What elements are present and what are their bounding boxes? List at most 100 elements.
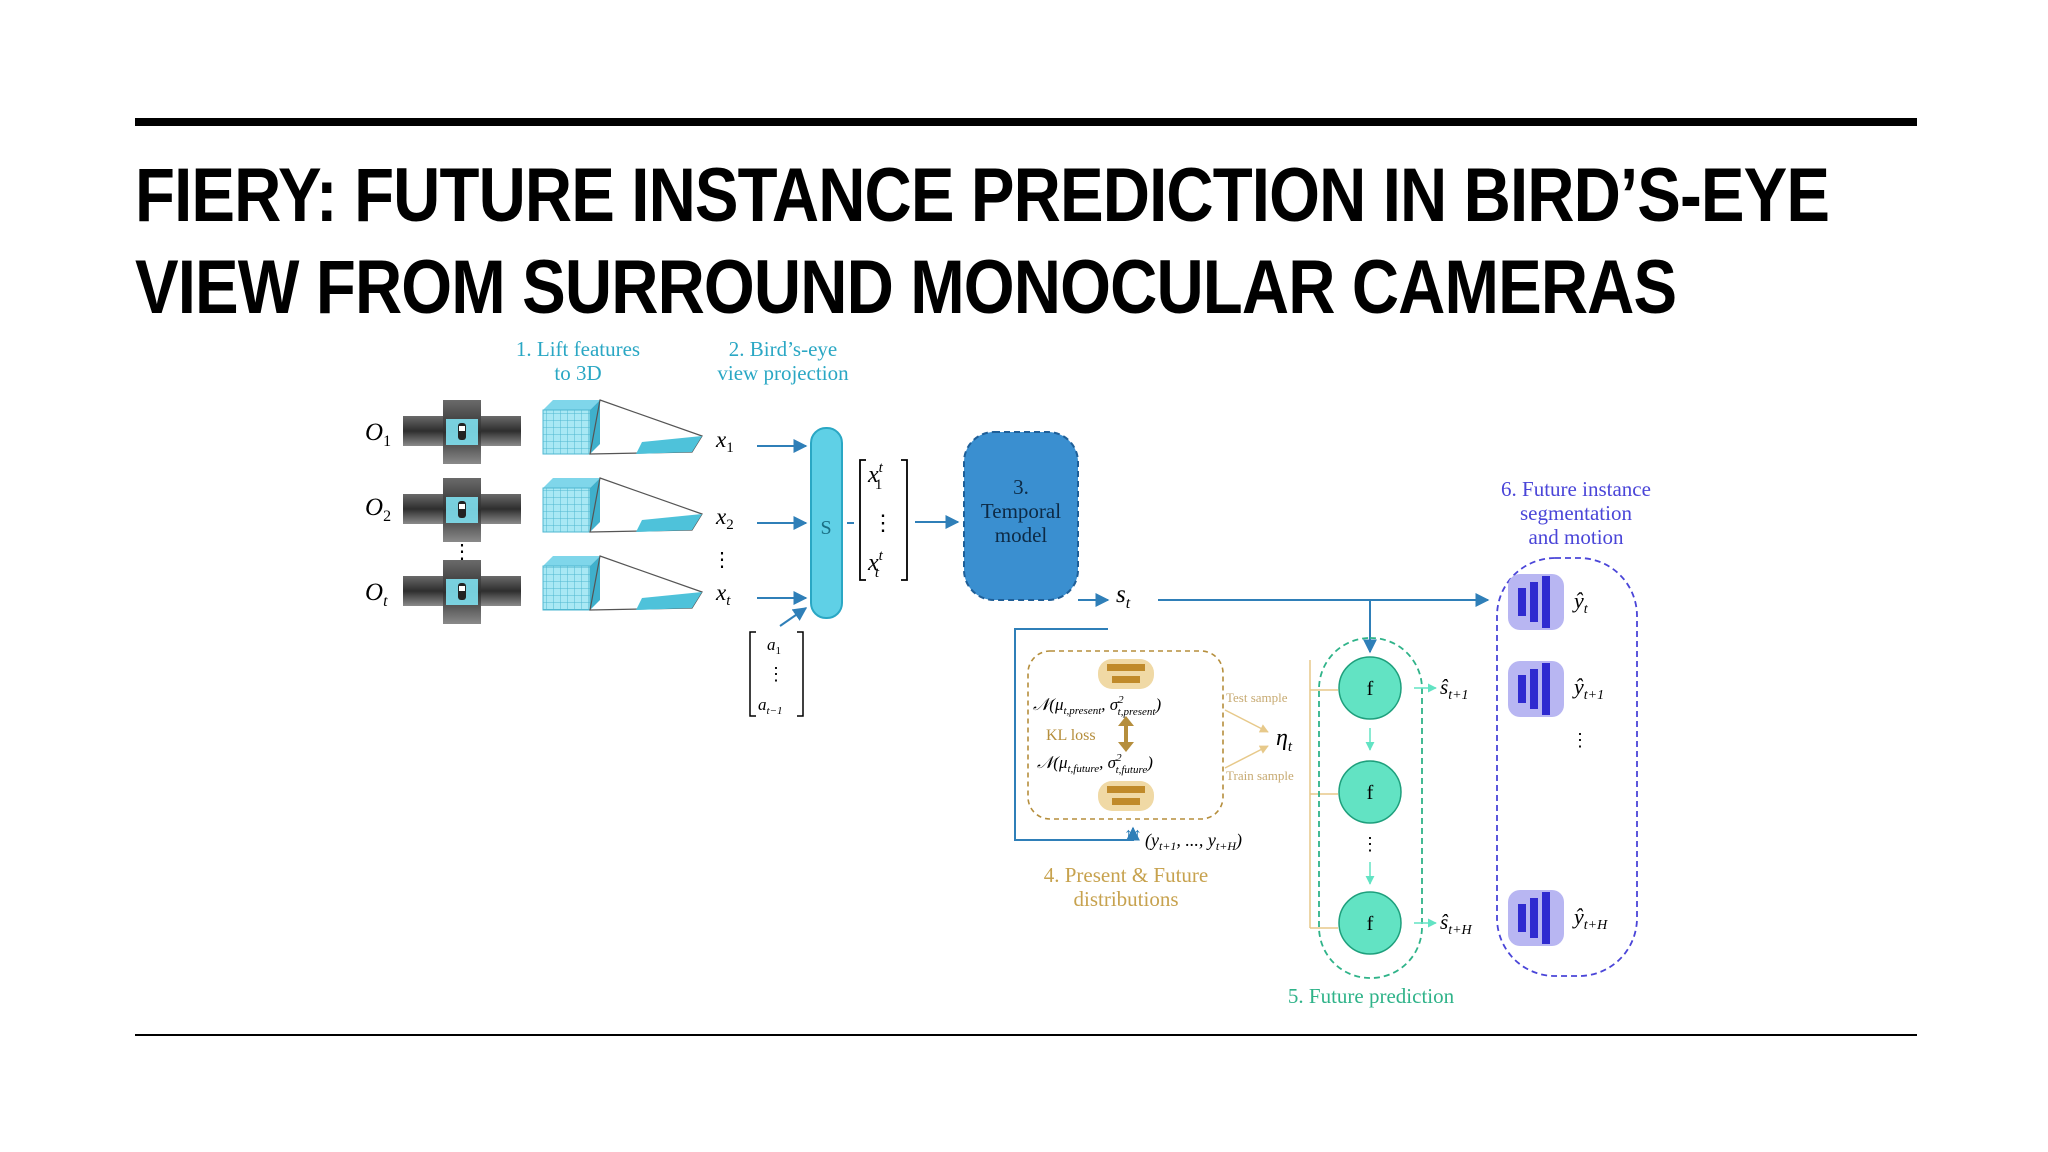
output-t-var: ŷ bbox=[1572, 588, 1584, 613]
seq-top-var: x bbox=[867, 462, 879, 488]
eta-var: η bbox=[1276, 725, 1288, 751]
svg-text:𝒩(μt,present, σ2t,present): 𝒩(μt,present, σ2t,present) bbox=[1033, 694, 1161, 718]
labels-seq-close: ) bbox=[1235, 830, 1242, 851]
svg-text:xt: xt bbox=[715, 580, 731, 609]
arrow-test-sample bbox=[1224, 709, 1269, 733]
present-dist-sub: t,present bbox=[1063, 705, 1102, 717]
feat-t-sub: t bbox=[726, 593, 731, 609]
svg-text:𝒩(μt,future, σ2t,future): 𝒩(μt,future, σ2t,future) bbox=[1037, 752, 1153, 776]
present-dist-prefix: 𝒩(μ bbox=[1033, 695, 1063, 714]
state-sub: t bbox=[1126, 595, 1131, 612]
svg-text:O1: O1 bbox=[365, 419, 391, 450]
rows-vdots-left: ⋮ bbox=[452, 541, 472, 563]
s-block-label: S bbox=[820, 517, 831, 539]
svg-text:st: st bbox=[1116, 581, 1131, 612]
obs-2-var: O bbox=[365, 494, 383, 521]
svg-text:Ot: Ot bbox=[365, 579, 388, 610]
step6-label-line2: segmentation bbox=[1520, 501, 1632, 525]
camera-mosaic-2 bbox=[403, 478, 521, 542]
output-tH-var: ŷ bbox=[1572, 904, 1584, 929]
present-dist-close: ) bbox=[1154, 695, 1161, 714]
future-node-1: f bbox=[1338, 656, 1402, 720]
outputs-box bbox=[1496, 557, 1638, 977]
future-dist-sub2: t,future bbox=[1116, 764, 1148, 776]
svg-text:ŷt+1: ŷt+1 bbox=[1572, 674, 1604, 703]
seq-bottom-sub: t bbox=[875, 565, 880, 581]
obs-1-var: O bbox=[365, 419, 383, 446]
output-t1-var: ŷ bbox=[1572, 674, 1584, 699]
future-dist-prefix: 𝒩(μ bbox=[1037, 753, 1067, 772]
labels-seq-sub1: t+1 bbox=[1159, 839, 1176, 853]
arrow-train-sample bbox=[1224, 745, 1269, 769]
future-dist-sub: t,future bbox=[1067, 763, 1099, 775]
frustum-t bbox=[542, 555, 703, 611]
camera-mosaic-1 bbox=[403, 400, 521, 464]
observation-row-2: O2 x2 bbox=[365, 477, 808, 542]
observation-row-t: Ot xt bbox=[365, 555, 808, 624]
seq-top-sub: 1 bbox=[875, 477, 883, 493]
future-dist-mid: , σ bbox=[1099, 753, 1117, 772]
output-decoder-icon-t bbox=[1508, 574, 1564, 630]
feat-1-sub: 1 bbox=[726, 440, 734, 456]
future-dist-sup: 2 bbox=[1116, 752, 1122, 764]
distributions-box bbox=[1027, 650, 1224, 820]
future-state-1-var: ŝ bbox=[1440, 675, 1449, 699]
labels-seq-mid: , ..., y bbox=[1176, 830, 1216, 850]
actions-vdots: ⋮ bbox=[767, 664, 785, 684]
outputs-vdots: ⋮ bbox=[1571, 730, 1589, 750]
obs-2-sub: 2 bbox=[383, 508, 391, 525]
feat-1-var: x bbox=[715, 427, 727, 452]
future-node-2: f bbox=[1338, 760, 1402, 824]
step1-label-line2: to 3D bbox=[554, 361, 601, 385]
action-last-var: a bbox=[758, 695, 767, 714]
output-t1-sub: t+1 bbox=[1584, 688, 1604, 703]
labels-up-arrows: ↑↑ bbox=[1124, 824, 1142, 844]
present-dist-mid: , σ bbox=[1101, 695, 1119, 714]
bottom-rule bbox=[135, 1034, 1917, 1036]
svg-text:ŝt+H: ŝt+H bbox=[1440, 910, 1473, 938]
labels-seq-sub2: t+H bbox=[1216, 839, 1237, 853]
svg-text:ŷt: ŷt bbox=[1572, 588, 1589, 617]
future-nodes-vdots: ⋮ bbox=[1361, 834, 1379, 854]
future-state-H-var: ŝ bbox=[1440, 910, 1449, 934]
action-last-sub: t−1 bbox=[767, 705, 783, 717]
step4-label-line2: distributions bbox=[1073, 887, 1178, 911]
eta-sub: t bbox=[1288, 739, 1293, 755]
future-node-1-label: f bbox=[1367, 678, 1374, 700]
svg-text:ŝt+1: ŝt+1 bbox=[1440, 675, 1469, 703]
frustum-1 bbox=[542, 399, 703, 455]
top-rule bbox=[135, 118, 1917, 126]
output-tH-sub: t+H bbox=[1584, 918, 1608, 933]
temporal-label-line1: 3. bbox=[1013, 475, 1029, 499]
svg-text:ŷt+H: ŷt+H bbox=[1572, 904, 1608, 933]
output-decoder-icon-t1 bbox=[1508, 661, 1564, 717]
kl-loss-label: KL loss bbox=[1046, 727, 1096, 744]
labels-seq-open: (y bbox=[1145, 830, 1159, 851]
svg-text:(yt+1, ..., yt+H): (yt+1, ..., yt+H) bbox=[1145, 830, 1242, 853]
svg-text:O2: O2 bbox=[365, 494, 391, 525]
actions-vector: a1 ⋮ at−1 bbox=[749, 631, 804, 717]
seq-bottom-var: x bbox=[867, 550, 879, 576]
state-feedback-line bbox=[1014, 628, 1140, 841]
frustum-2 bbox=[542, 477, 703, 533]
train-sample-label: Train sample bbox=[1226, 768, 1294, 783]
future-node-H-label: f bbox=[1367, 913, 1374, 935]
title-line-2: VIEW FROM SURROUND MONOCULAR CAMERAS bbox=[135, 245, 1677, 330]
svg-text:a1: a1 bbox=[767, 635, 781, 657]
camera-mosaic-t bbox=[403, 560, 521, 624]
test-sample-label: Test sample bbox=[1226, 690, 1288, 705]
feat-2-sub: 2 bbox=[726, 517, 734, 533]
observation-row-1: O1 x1 bbox=[365, 399, 808, 464]
svg-text:x1: x1 bbox=[715, 427, 734, 456]
seq-top-sup: t bbox=[879, 460, 884, 476]
future-state-H-sub: t+H bbox=[1448, 923, 1472, 938]
future-dist-close: ) bbox=[1146, 753, 1153, 772]
arrow-actions-to-s bbox=[779, 607, 808, 627]
svg-text:xtt: xtt bbox=[867, 548, 884, 581]
action-first-sub: 1 bbox=[776, 645, 782, 657]
temporal-label-line3: model bbox=[995, 523, 1048, 547]
action-first-var: a bbox=[767, 635, 776, 654]
svg-text:x2: x2 bbox=[715, 504, 734, 533]
